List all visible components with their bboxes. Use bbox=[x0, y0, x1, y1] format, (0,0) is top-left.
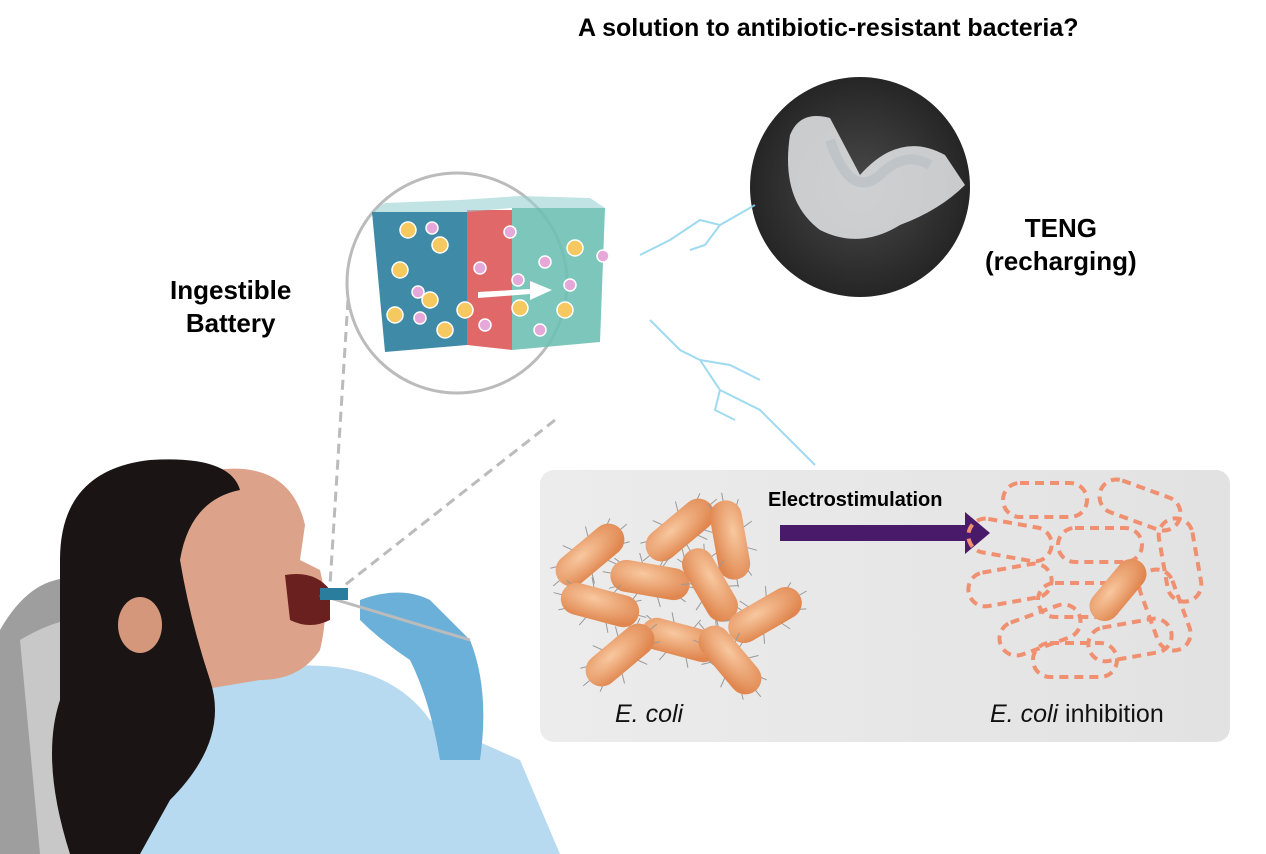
ecoli-inhibition-rest: inhibition bbox=[1058, 700, 1164, 728]
ion-yellow bbox=[399, 221, 417, 239]
ion-pink bbox=[511, 273, 525, 287]
battery-label-line1: Ingestible bbox=[170, 275, 292, 305]
ion-pink bbox=[425, 221, 439, 235]
ion-yellow bbox=[511, 299, 529, 317]
ion-yellow bbox=[436, 321, 454, 339]
ion-pink bbox=[596, 249, 610, 263]
inhibited-ecoli-outline bbox=[966, 516, 1054, 564]
ecoli-bacterium bbox=[580, 618, 660, 692]
teng-label-line1: TENG bbox=[1024, 213, 1097, 243]
lightning-icon bbox=[639, 204, 816, 466]
ion-pink bbox=[503, 225, 517, 239]
zoom-line-left bbox=[328, 299, 350, 586]
ecoli-label: E. coli bbox=[615, 700, 684, 728]
ion-pink bbox=[563, 278, 577, 292]
inhibited-ecoli-cluster bbox=[966, 477, 1204, 679]
page-title: A solution to antibiotic-resistant bacte… bbox=[578, 14, 1079, 42]
teng-mouthguard-photo bbox=[750, 77, 970, 297]
inhibited-ecoli-outline bbox=[1086, 616, 1174, 664]
inhibited-ecoli-outline bbox=[966, 561, 1054, 609]
battery-zoom-circle bbox=[345, 171, 610, 395]
ion-flow-arrow-icon bbox=[478, 281, 552, 300]
teng-label: TENG (recharging) bbox=[985, 212, 1137, 278]
ecoli-bacterium bbox=[550, 518, 630, 592]
ion-pink bbox=[533, 323, 547, 337]
ion-yellow bbox=[421, 291, 439, 309]
ion-pink bbox=[413, 311, 427, 325]
electrostimulation-arrow-icon bbox=[780, 512, 990, 554]
inhibited-ecoli-outline bbox=[1001, 481, 1089, 519]
ion-pink bbox=[538, 255, 552, 269]
ion-pink bbox=[473, 261, 487, 275]
inhibited-ecoli-outline bbox=[1056, 526, 1144, 564]
ecoli-bacterium bbox=[693, 620, 767, 700]
inhibited-ecoli-outline bbox=[1137, 567, 1193, 653]
teng-label-line2: (recharging) bbox=[985, 246, 1137, 276]
ion-yellow bbox=[391, 261, 409, 279]
ecoli-cluster bbox=[550, 492, 807, 700]
ecoli-inhibition-italic: E. coli bbox=[990, 700, 1059, 728]
ecoli-bacterium bbox=[633, 612, 727, 668]
inhibited-ecoli-outline bbox=[1156, 516, 1204, 604]
inhibited-ecoli-outline bbox=[1031, 641, 1119, 679]
ecoli-bacterium bbox=[640, 493, 720, 567]
inhibited-ecoli-outline bbox=[997, 602, 1083, 658]
ion-yellow bbox=[386, 306, 404, 324]
ecoli-bacterium bbox=[553, 577, 647, 633]
electrostimulation-label: Electrostimulation bbox=[768, 489, 943, 511]
surviving-ecoli bbox=[1089, 558, 1147, 622]
patient-illustration bbox=[0, 459, 560, 854]
ion-pink bbox=[478, 318, 492, 332]
zoom-line-right bbox=[344, 418, 556, 587]
ion-yellow bbox=[431, 236, 449, 254]
ion-yellow bbox=[566, 239, 584, 257]
battery-label-line2: Battery bbox=[185, 308, 276, 338]
ecoli-inhibition-label: E. coli inhibition bbox=[990, 700, 1164, 729]
ingestible-battery-label: Ingestible Battery bbox=[170, 274, 291, 340]
ion-yellow bbox=[556, 301, 574, 319]
ion-pink bbox=[411, 285, 425, 299]
ion-yellow bbox=[456, 301, 474, 319]
